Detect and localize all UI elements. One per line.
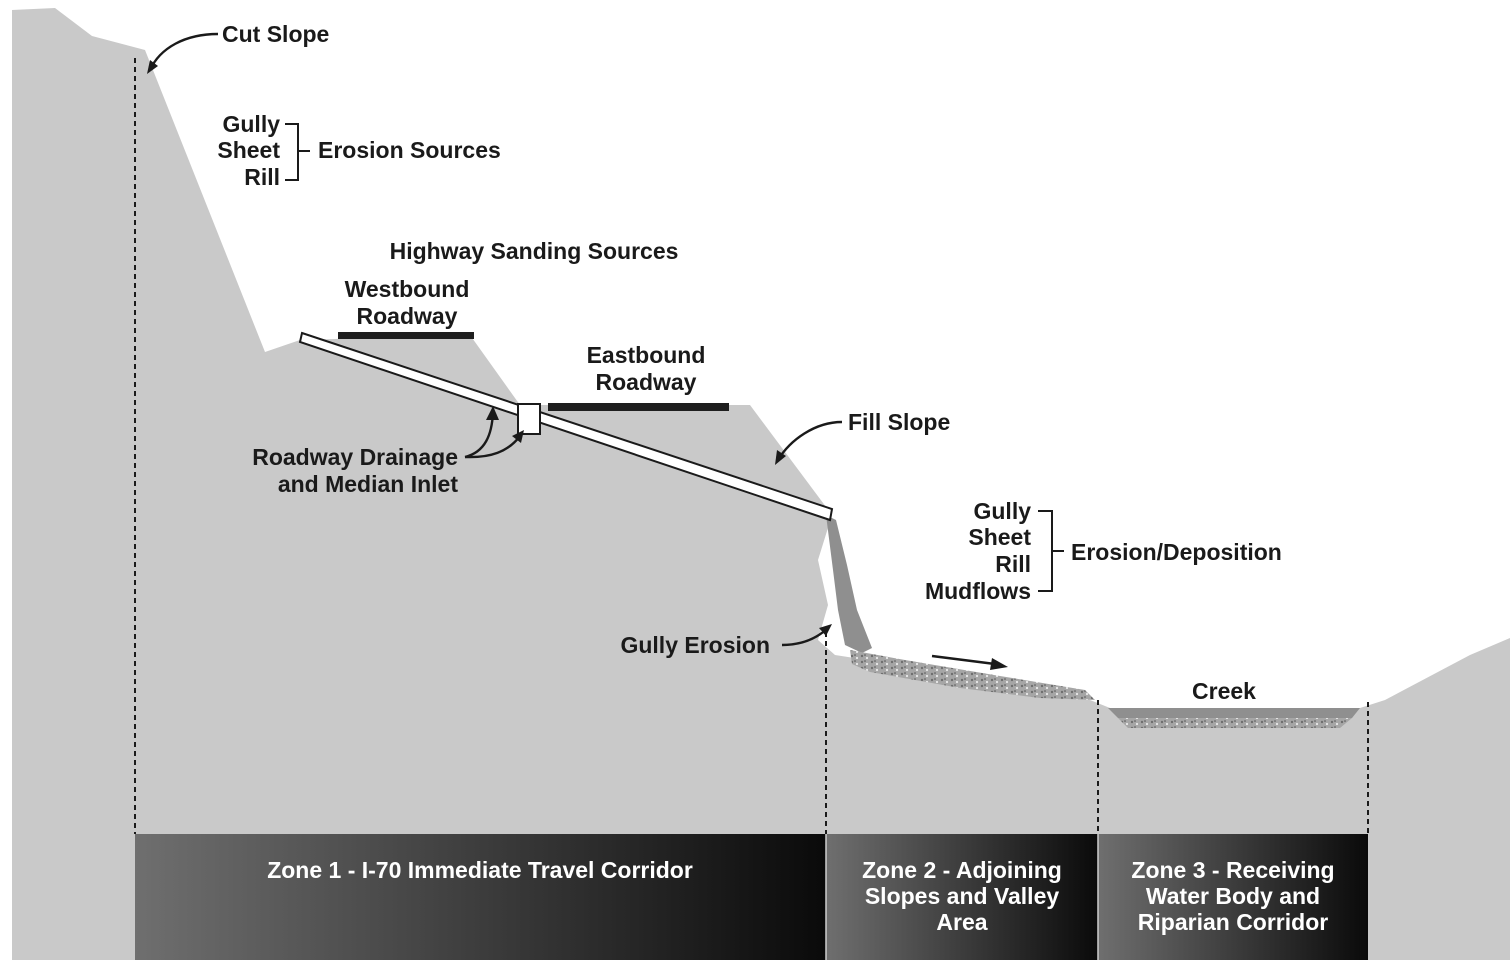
zone-1-band bbox=[135, 834, 826, 960]
drainage-arrowhead-upper bbox=[486, 406, 499, 420]
erosion-deposition-item: Sheet bbox=[968, 524, 1031, 550]
sediment-flow-arrow bbox=[931, 654, 1008, 670]
zone-3-band bbox=[1098, 834, 1368, 960]
westbound-roadway-label: Roadway bbox=[357, 303, 458, 329]
zone-2-label: Slopes and Valley bbox=[865, 883, 1060, 909]
sediment-deposit bbox=[850, 650, 1095, 700]
eastbound-roadway-label: Eastbound bbox=[587, 342, 706, 368]
zone-3-label: Riparian Corridor bbox=[1138, 909, 1328, 935]
roadway-drainage-label: Roadway Drainage bbox=[252, 444, 458, 470]
erosion-deposition-label: Erosion/Deposition bbox=[1071, 539, 1282, 565]
erosion-sources-label: Erosion Sources bbox=[318, 137, 501, 163]
zone-1-label: Zone 1 - I-70 Immediate Travel Corridor bbox=[267, 857, 693, 883]
erosion-deposition-bracket bbox=[1038, 510, 1064, 592]
median-inlet-box bbox=[517, 403, 541, 435]
erosion-deposition-item: Rill bbox=[995, 551, 1031, 577]
erosion-sources-item: Gully bbox=[222, 111, 280, 137]
fill-slope-label: Fill Slope bbox=[848, 409, 950, 435]
cut-slope-leader bbox=[148, 32, 219, 71]
gully-erosion-label: Gully Erosion bbox=[620, 632, 770, 658]
zone-2-label: Zone 2 - Adjoining bbox=[862, 857, 1062, 883]
erosion-deposition-item: Mudflows bbox=[925, 578, 1031, 604]
eastbound-roadway-label: Roadway bbox=[596, 369, 697, 395]
zone-3-label: Zone 3 - Receiving bbox=[1131, 857, 1334, 883]
zone-3-label: Water Body and bbox=[1146, 883, 1320, 909]
cut-slope-arrowhead bbox=[147, 60, 158, 74]
roadway-drainage-label: and Median Inlet bbox=[278, 471, 459, 497]
fill-slope-leader bbox=[776, 420, 843, 461]
zone-2-band bbox=[826, 834, 1098, 960]
fill-slope-erosion-streak bbox=[826, 515, 872, 653]
erosion-sources-item: Rill bbox=[244, 164, 280, 190]
erosion-deposition-item: Gully bbox=[973, 498, 1031, 524]
cut-slope-label: Cut Slope bbox=[222, 21, 329, 47]
gully-erosion-arrowhead bbox=[819, 624, 832, 636]
erosion-sources-bracket bbox=[285, 123, 310, 181]
erosion-sources-item: Sheet bbox=[217, 137, 280, 163]
creek-bed-sediment bbox=[1118, 718, 1352, 728]
creek-label: Creek bbox=[1192, 678, 1256, 704]
highway-sanding-sources-label: Highway Sanding Sources bbox=[390, 238, 679, 264]
drainage-arrowhead-lower bbox=[512, 430, 524, 443]
roadway-drainage-pipe bbox=[298, 331, 834, 522]
zone-2-label: Area bbox=[936, 909, 987, 935]
westbound-roadway-surface bbox=[338, 332, 474, 339]
fill-slope-arrowhead bbox=[775, 450, 786, 465]
creek-water bbox=[1108, 708, 1360, 718]
westbound-roadway-label: Westbound bbox=[345, 276, 470, 302]
eastbound-roadway-surface bbox=[548, 403, 729, 411]
